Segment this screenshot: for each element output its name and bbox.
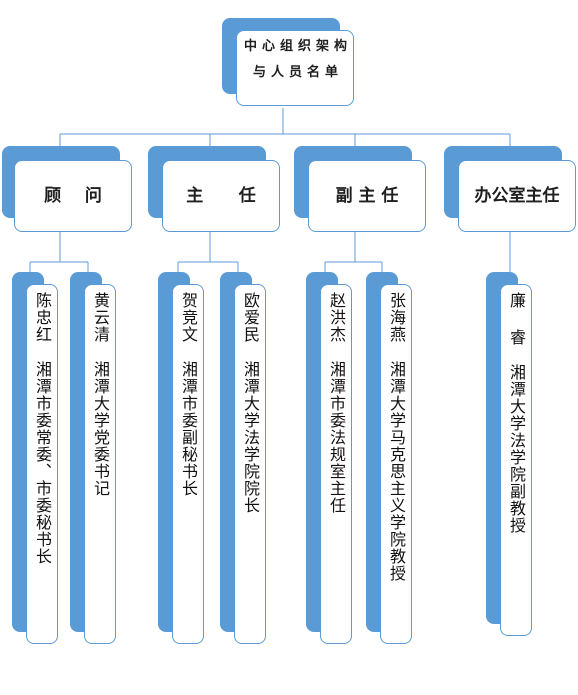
member-deputy-2 <box>380 284 412 644</box>
member-name: 赵洪杰 <box>327 292 346 343</box>
member-director-1-text: 贺竞文湘潭市委副秘书长 <box>178 292 198 497</box>
category-office <box>458 160 576 232</box>
category-director-label: 主 任 <box>186 186 256 206</box>
member-advisor-1 <box>26 284 58 644</box>
member-title: 湘潭市委法规室主任 <box>327 361 346 514</box>
root-node <box>236 30 354 106</box>
category-deputy <box>308 160 426 232</box>
member-name: 陈忠红 <box>33 292 52 343</box>
member-director-1 <box>172 284 204 644</box>
member-advisor-1-text: 陈忠红湘潭市委常委、市委秘书长 <box>32 292 52 565</box>
category-deputy-label: 副 主 任 <box>335 186 399 206</box>
category-office-label: 办公室主任 <box>474 186 560 206</box>
category-advisor-label: 顾 问 <box>44 186 102 206</box>
member-name: 张海燕 <box>387 292 406 343</box>
member-office-1-text: 廉 睿湘潭大学法学院副教授 <box>506 292 526 534</box>
member-director-2 <box>234 284 266 644</box>
root-title-line-1: 中心组织架构 <box>243 39 352 54</box>
root-title: 中心组织架构 与人员名单 <box>238 34 358 86</box>
member-title: 湘潭大学党委书记 <box>91 361 110 497</box>
category-director <box>162 160 280 232</box>
member-title: 湘潭市委副秘书长 <box>179 361 198 497</box>
member-advisor-2 <box>84 284 116 644</box>
member-deputy-2-text: 张海燕湘潭大学马克思主义学院教授 <box>386 292 406 582</box>
member-advisor-2-text: 黄云清湘潭大学党委书记 <box>90 292 110 497</box>
category-advisor <box>14 160 132 232</box>
member-office-1 <box>500 284 532 636</box>
member-title: 湘潭大学马克思主义学院教授 <box>387 361 406 582</box>
member-title: 湘潭大学法学院副教授 <box>507 364 526 534</box>
member-deputy-1-text: 赵洪杰湘潭市委法规室主任 <box>326 292 346 514</box>
member-director-2-text: 欧爱民湘潭大学法学院院长 <box>240 292 260 514</box>
member-name: 贺竞文 <box>179 292 198 343</box>
member-name: 廉 睿 <box>507 292 526 346</box>
member-deputy-1 <box>320 284 352 644</box>
member-name: 欧爱民 <box>241 292 260 343</box>
root-title-line-2: 与人员名单 <box>252 65 343 80</box>
member-title: 湘潭大学法学院院长 <box>241 361 260 514</box>
member-title: 湘潭市委常委、市委秘书长 <box>33 361 52 565</box>
member-name: 黄云清 <box>91 292 110 343</box>
